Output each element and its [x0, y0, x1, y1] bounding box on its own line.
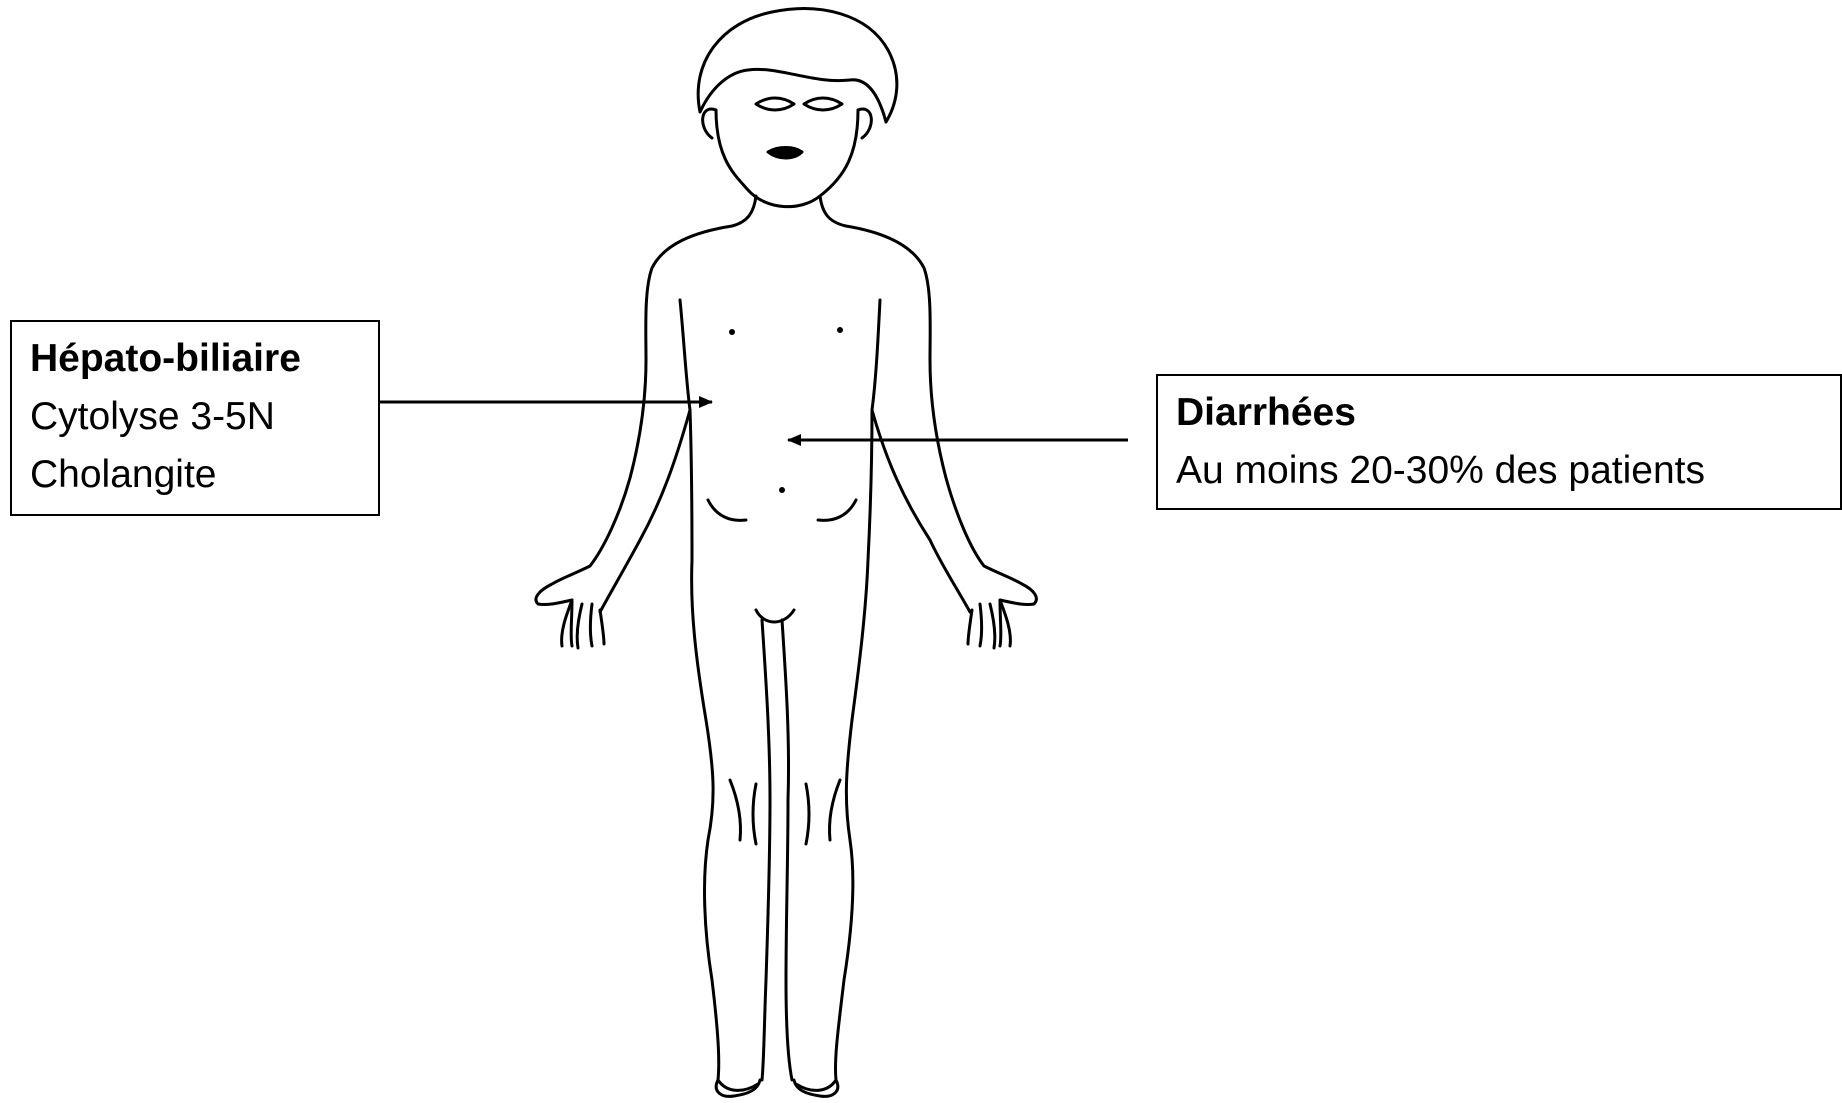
eye-left	[756, 98, 794, 110]
foot-left	[718, 1080, 758, 1090]
knee-right	[806, 780, 840, 844]
body-outline	[536, 9, 1036, 1097]
callout-diarrhea: Diarrhées Au moins 20-30% des patients	[1156, 374, 1842, 510]
arm-right-inner	[872, 300, 970, 612]
callout-hepatobiliary-line-1: Cytolyse 3-5N	[30, 388, 362, 446]
leg-left-outer	[690, 410, 760, 1096]
leg-inner	[762, 620, 792, 1080]
ear-right	[858, 109, 871, 138]
hand-right	[968, 600, 1010, 648]
callout-hepatobiliary-title: Hépato-biliaire	[30, 330, 362, 388]
callout-hepatobiliary: Hépato-biliaire Cytolyse 3-5N Cholangite	[10, 320, 380, 516]
callout-hepatobiliary-line-2: Cholangite	[30, 446, 362, 504]
hand-left	[562, 600, 604, 648]
leg-right-outer	[794, 410, 872, 1096]
ear-left	[703, 109, 716, 138]
foot-right	[796, 1080, 836, 1090]
hair-outline	[698, 9, 897, 122]
hip-crease-left	[708, 500, 746, 520]
mouth	[768, 148, 802, 159]
callout-diarrhea-title: Diarrhées	[1176, 384, 1824, 442]
torso-left-side	[536, 196, 756, 646]
knee-left	[730, 780, 756, 844]
hip-crease-right	[818, 500, 856, 520]
callout-diarrhea-line-1: Au moins 20-30% des patients	[1176, 442, 1824, 500]
eye-right	[804, 98, 842, 110]
nipple-left	[729, 329, 735, 335]
navel	[779, 487, 785, 493]
torso-right-side	[820, 196, 1036, 646]
nipple-right	[837, 327, 843, 333]
